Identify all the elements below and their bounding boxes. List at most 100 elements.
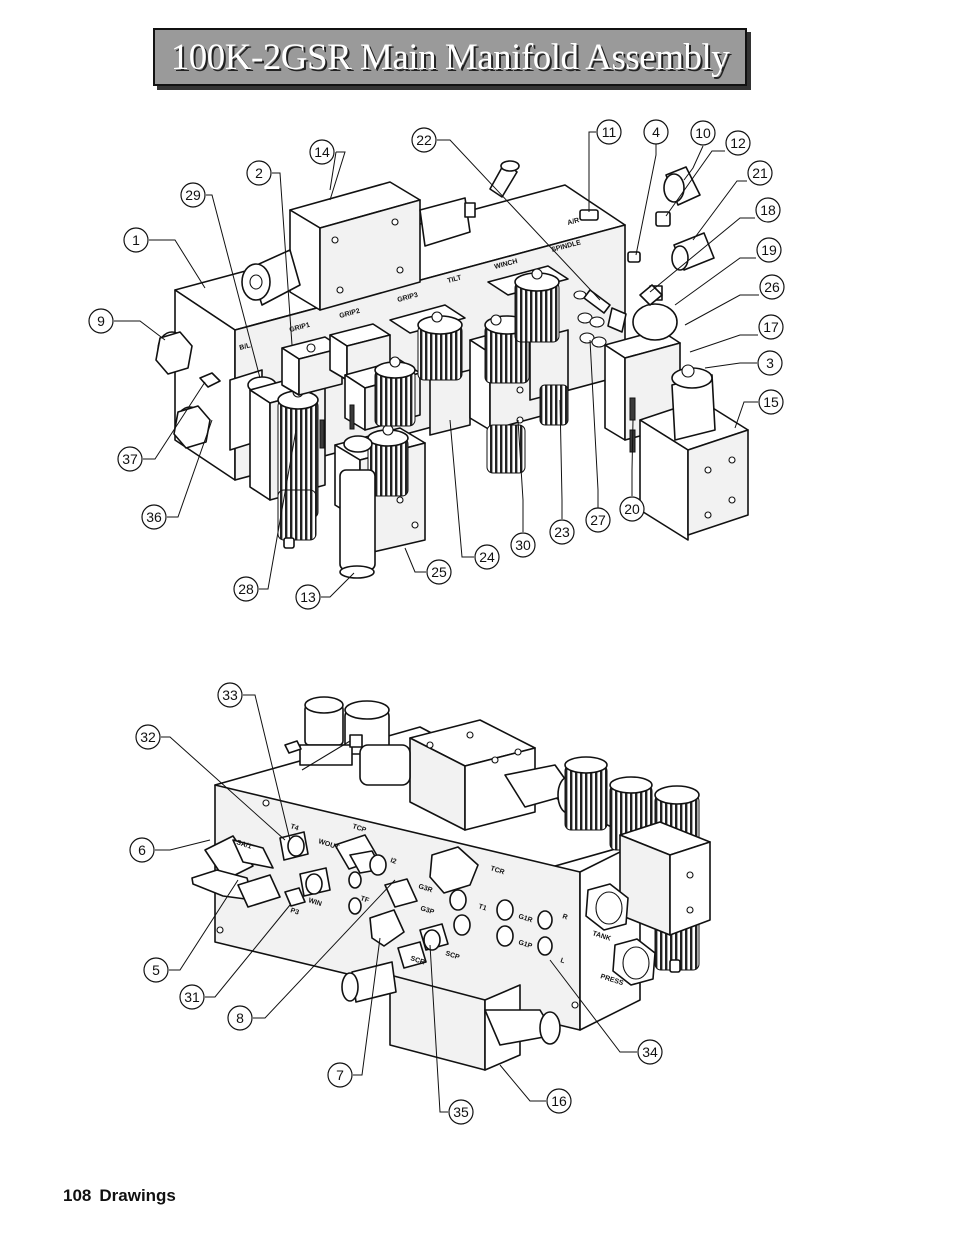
svg-text:1: 1 [132,232,140,248]
svg-text:15: 15 [763,394,779,410]
callout-25: 25 [426,559,452,585]
callout-37: 37 [117,446,143,472]
callout-35: 35 [448,1099,474,1125]
stamp-t4: T4 [289,823,299,832]
svg-text:32: 32 [140,729,156,745]
callout-13: 13 [295,584,321,610]
callout-19: 19 [756,237,782,263]
callout-2: 2 [246,160,272,186]
svg-text:2: 2 [255,165,263,181]
svg-text:27: 27 [590,512,606,528]
callout-17: 17 [758,314,784,340]
callout-26: 26 [759,274,785,300]
callout-24: 24 [474,544,500,570]
svg-text:13: 13 [300,589,316,605]
svg-text:30: 30 [515,537,531,553]
callout-6: 6 [129,837,155,863]
stamp-p3: P3 [289,907,299,916]
callout-18: 18 [755,197,781,223]
callout-30: 30 [510,532,536,558]
svg-text:8: 8 [236,1010,244,1026]
stamp-ar: A/R [567,217,580,227]
stamp-sa1: SA/1 [235,839,252,850]
svg-text:28: 28 [238,581,254,597]
callout-31: 31 [179,984,205,1010]
svg-text:23: 23 [554,524,570,540]
stamp-g3p: G3P [419,905,435,916]
svg-text:35: 35 [453,1104,469,1120]
stamp-scp: SCP [444,950,460,961]
stamp-tcp: TCP [351,823,367,834]
svg-text:25: 25 [431,564,447,580]
svg-text:18: 18 [760,202,776,218]
callout-8: 8 [227,1005,253,1031]
callout-36: 36 [141,504,167,530]
callout-12: 12 [725,130,751,156]
callout-7: 7 [327,1062,353,1088]
stamp-tcr: TCR [489,865,505,876]
svg-text:26: 26 [764,279,780,295]
callout-3: 3 [757,350,783,376]
stamp-l: L [559,957,566,965]
callout-32: 32 [135,724,161,750]
callout-29: 29 [180,182,206,208]
callout-10: 10 [690,120,716,146]
callout-23: 23 [549,519,575,545]
svg-text:3: 3 [766,355,774,371]
svg-text:14: 14 [314,144,330,160]
svg-text:17: 17 [763,319,779,335]
stamp-scr: SCR [409,955,425,966]
svg-text:29: 29 [185,187,201,203]
stamp-tilt: TILT [447,274,463,285]
stamp-g3r: G3R [417,883,433,894]
callout-1: 1 [123,227,149,253]
callout-4: 4 [643,119,669,145]
upper-manifold-view: B/L GRIP1 GRIP2 GRIP3 TILT WINCH SPINDLE… [155,160,749,579]
stamp-i2: I2 [389,857,397,865]
stamp-g1p: G1P [517,939,533,950]
leader-lines [114,131,759,1113]
svg-text:11: 11 [602,124,617,140]
callout-16: 16 [546,1088,572,1114]
svg-text:6: 6 [138,842,146,858]
svg-text:9: 9 [97,313,105,329]
callout-28: 28 [233,576,259,602]
section-name: Drawings [99,1186,176,1205]
stamp-t1: T1 [477,903,487,912]
svg-text:34: 34 [642,1044,658,1060]
lower-manifold-view: SA/1 T4 WOUT TCP I2 P3 WIN TF G3R G3P TC… [191,696,711,1071]
page-footer: 108 Drawings [63,1186,184,1206]
svg-text:5: 5 [152,962,160,978]
callout-22: 22 [411,127,437,153]
callout-20: 20 [619,496,645,522]
callout-14: 14 [309,139,335,165]
callout-15: 15 [758,389,784,415]
svg-text:10: 10 [695,125,711,141]
callout-11: 11 [596,119,622,145]
callout-9: 9 [88,308,114,334]
callout-27: 27 [585,507,611,533]
page-number: 108 [63,1186,92,1205]
svg-text:33: 33 [222,687,238,703]
svg-text:37: 37 [122,451,138,467]
svg-text:19: 19 [761,242,777,258]
svg-text:24: 24 [479,549,495,565]
title-banner: 100K-2GSR Main Manifold Assembly [153,28,747,86]
stamp-tf: TF [359,895,370,905]
callout-33: 33 [217,682,243,708]
svg-text:22: 22 [416,132,432,148]
callout-34: 34 [637,1039,663,1065]
stamp-win: WIN [307,897,322,908]
page-title: 100K-2GSR Main Manifold Assembly [170,36,730,78]
svg-text:7: 7 [336,1067,344,1083]
callout-21: 21 [747,160,773,186]
stamp-r: R [561,913,568,921]
svg-text:20: 20 [624,501,640,517]
callouts: 1 2 9 14 29 22 11 4 10 12 21 18 19 26 17… [88,119,785,1125]
svg-text:4: 4 [652,124,660,140]
callout-5: 5 [143,957,169,983]
svg-text:16: 16 [551,1093,567,1109]
svg-text:36: 36 [146,509,162,525]
svg-text:31: 31 [184,989,200,1005]
